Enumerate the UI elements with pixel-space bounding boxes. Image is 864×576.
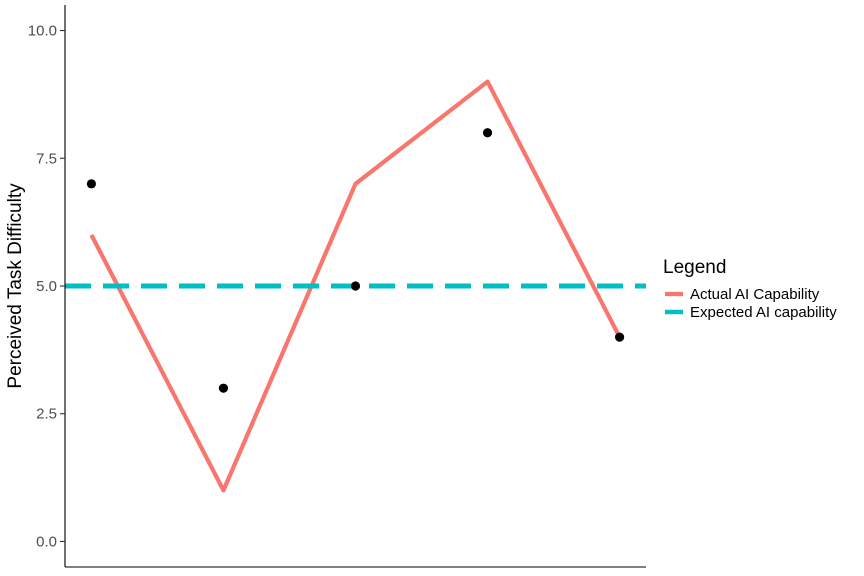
legend-label: Expected AI capability <box>690 304 837 321</box>
y-tick-label: 5.0 <box>36 278 57 295</box>
data-point <box>86 179 97 189</box>
chart-marks <box>65 79 646 493</box>
y-axis-title: Perceived Task Difficulty <box>5 183 26 389</box>
data-point <box>350 281 361 291</box>
y-ticks: 0.0 2.5 5.0 7.5 10.0 <box>28 23 65 550</box>
y-tick-label: 7.5 <box>36 150 57 167</box>
data-point <box>218 383 229 393</box>
y-tick-label: 2.5 <box>36 406 57 423</box>
data-point <box>482 128 493 138</box>
data-point <box>614 332 625 342</box>
y-tick-label: 0.0 <box>36 533 57 550</box>
y-tick-label: 10.0 <box>28 23 57 40</box>
legend-label: Actual AI Capability <box>690 286 820 303</box>
series-line-actual-ai-capability <box>89 79 622 493</box>
legend-title: Legend <box>663 257 726 278</box>
